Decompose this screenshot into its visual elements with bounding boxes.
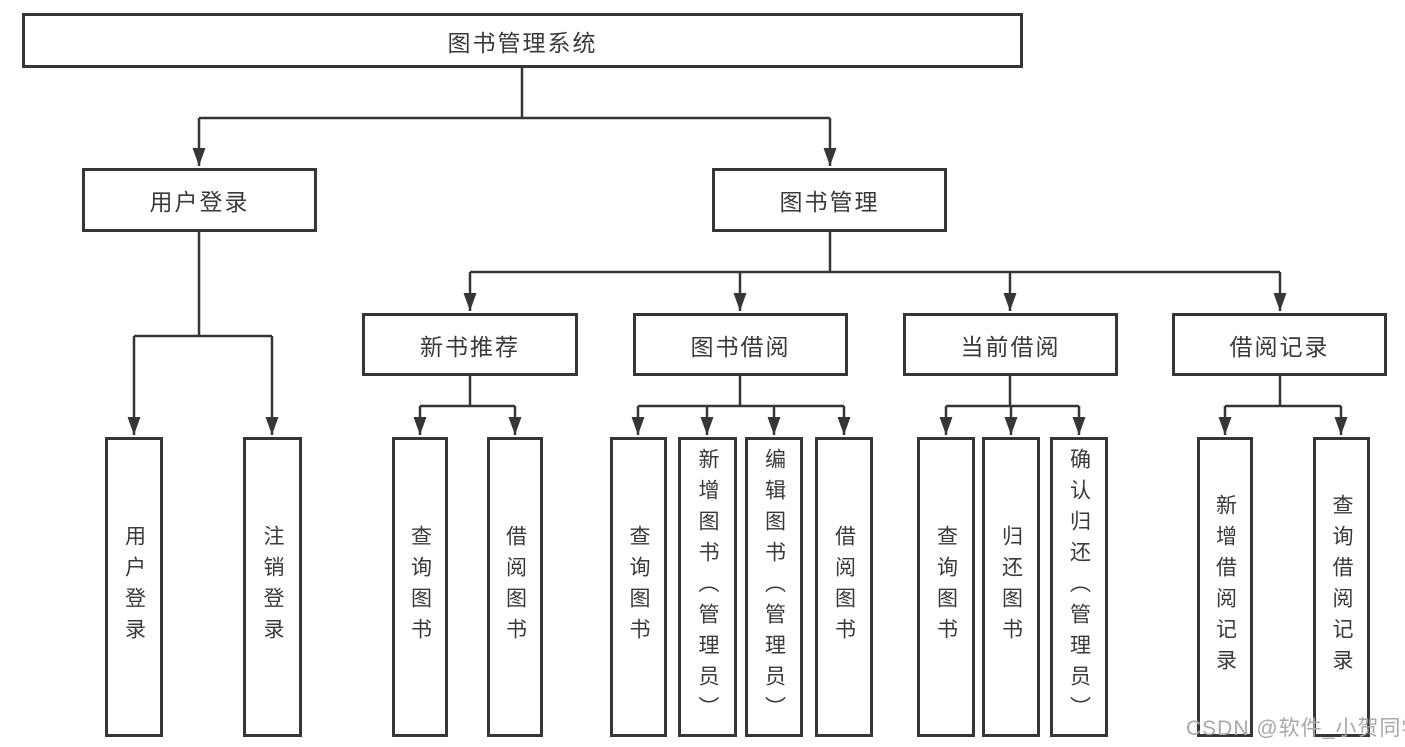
node-book-borrowing: 图书借阅 bbox=[633, 313, 848, 376]
leaf-query-books-current: 查询图书 bbox=[917, 437, 975, 737]
leaf-user-login: 用户登录 bbox=[105, 437, 163, 737]
leaf-add-books-admin: 新增图书（管理员） bbox=[678, 437, 737, 737]
node-label: 新书推荐 bbox=[420, 333, 520, 360]
node-label: 注销登录 bbox=[261, 525, 284, 649]
node-current-borrowing: 当前借阅 bbox=[903, 313, 1118, 376]
node-label: 图书管理系统 bbox=[447, 29, 598, 56]
leaf-add-borrow-record: 新增借阅记录 bbox=[1197, 437, 1253, 737]
node-label: 查询图书 bbox=[627, 525, 650, 649]
node-borrow-records: 借阅记录 bbox=[1172, 313, 1387, 376]
leaf-logout-login: 注销登录 bbox=[243, 437, 302, 737]
node-book-management: 图书管理 bbox=[712, 168, 947, 232]
node-label: 借阅记录 bbox=[1229, 333, 1330, 360]
node-label: 新增图书（管理员） bbox=[696, 447, 719, 727]
node-label: 确认归还（管理员） bbox=[1067, 447, 1091, 727]
node-new-book-recommend: 新书推荐 bbox=[362, 313, 578, 376]
leaf-query-books-borrowing: 查询图书 bbox=[610, 437, 667, 737]
node-label: 图书借阅 bbox=[690, 333, 791, 360]
leaf-borrow-books-borrowing: 借阅图书 bbox=[815, 437, 873, 737]
node-label: 归还图书 bbox=[999, 525, 1023, 649]
leaf-query-borrow-record: 查询借阅记录 bbox=[1313, 437, 1370, 737]
node-label: 查询图书 bbox=[408, 525, 432, 649]
node-label: 编辑图书（管理员） bbox=[762, 447, 786, 727]
node-label: 用户登录 bbox=[149, 189, 250, 215]
leaf-query-books-newbooks: 查询图书 bbox=[392, 437, 448, 737]
node-label: 查询借阅记录 bbox=[1330, 494, 1353, 680]
node-user-login: 用户登录 bbox=[82, 168, 317, 232]
node-label: 借阅图书 bbox=[832, 525, 856, 649]
node-label: 借阅图书 bbox=[503, 525, 527, 649]
node-library-system: 图书管理系统 bbox=[22, 13, 1023, 68]
leaf-edit-books-admin: 编辑图书（管理员） bbox=[745, 437, 803, 737]
leaf-return-books: 归还图书 bbox=[982, 437, 1040, 737]
leaf-confirm-return-admin: 确认归还（管理员） bbox=[1050, 437, 1108, 737]
leaf-borrow-books-newbooks: 借阅图书 bbox=[487, 437, 543, 737]
node-label: 新增借阅记录 bbox=[1213, 494, 1237, 680]
connector-trunks bbox=[134, 68, 1341, 408]
node-label: 用户登录 bbox=[122, 525, 146, 649]
node-label: 查询图书 bbox=[934, 525, 958, 649]
node-label: 当前借阅 bbox=[960, 333, 1061, 360]
csdn-watermark: CSDN @软件_小贺同学 bbox=[1186, 717, 1405, 740]
node-label: 图书管理 bbox=[779, 189, 880, 215]
